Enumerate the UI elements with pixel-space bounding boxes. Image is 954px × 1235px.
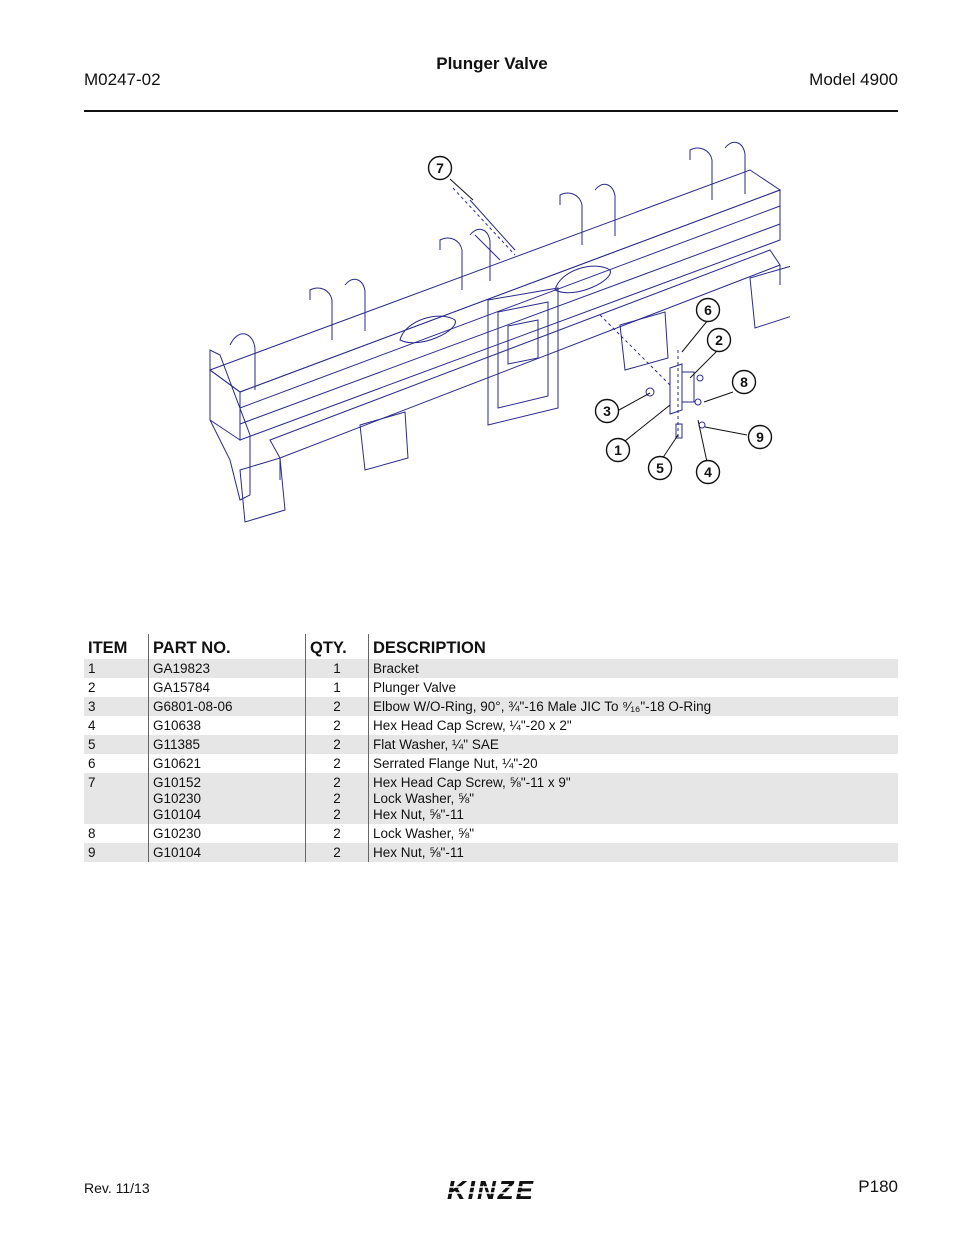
callout-9: 9 [747, 424, 773, 450]
kinze-logo: KINZE [434, 1176, 546, 1204]
item-cell: 4 [88, 718, 96, 733]
revision-date: Rev. 11/13 [84, 1180, 150, 1196]
table-row: 3 G6801-08-06 2 Elbow W/O-Ring, 90°, ¾"-… [84, 697, 898, 716]
description-cell: Hex Head Cap Screw, ¼"-20 x 2" [368, 716, 898, 735]
plunger-valve-assembly [599, 314, 706, 440]
qty-cell: 2 2 2 [305, 773, 369, 824]
col-header-item: ITEM [88, 639, 128, 657]
part-no-cell: GA19823 [148, 659, 306, 678]
part-no-cell: GA15784 [148, 678, 306, 697]
col-header-part-no: PART NO. [148, 634, 306, 659]
parts-list-table: ITEM PART NO. QTY. DESCRIPTION 1 GA19823… [84, 634, 898, 862]
item-cell: 7 [84, 773, 149, 824]
description-cell: Serrated Flange Nut, ¼"-20 [368, 754, 898, 773]
slotted-mounts [399, 265, 611, 344]
callout-5: 5 [647, 455, 673, 481]
svg-text:9: 9 [756, 429, 764, 445]
part-no-cell: G10104 [148, 843, 306, 862]
qty-cell: 1 [305, 678, 369, 697]
svg-text:8: 8 [740, 374, 748, 390]
qty-cell: 2 [305, 824, 369, 843]
item-cell: 8 [88, 826, 96, 841]
qty-cell: 2 [305, 735, 369, 754]
row-brackets [209, 141, 746, 501]
description-cell: Lock Washer, ⅝" [368, 824, 898, 843]
item-cell: 3 [84, 697, 149, 716]
part-no-cell: G10230 [148, 824, 306, 843]
table-row: 6 G10621 2 Serrated Flange Nut, ¼"-20 [84, 754, 898, 773]
description-cell: Hex Nut, ⅝"-11 [368, 843, 898, 862]
table-header-row: ITEM PART NO. QTY. DESCRIPTION [84, 634, 898, 659]
document-number: M0247-02 [84, 70, 161, 89]
svg-text:5: 5 [656, 460, 664, 476]
callout-3: 3 [594, 398, 620, 424]
part-no-cell: G6801-08-06 [148, 697, 306, 716]
table-row: 9 G10104 2 Hex Nut, ⅝"-11 [84, 843, 898, 862]
qty-cell: 2 [305, 697, 369, 716]
col-header-qty: QTY. [305, 634, 369, 659]
table-row: 2 GA15784 1 Plunger Valve [84, 678, 898, 697]
leader-lines [449, 178, 748, 463]
table-row: 5 G11385 2 Flat Washer, ¼" SAE [84, 735, 898, 754]
description-cell: Plunger Valve [368, 678, 898, 697]
qty-cell: 2 [305, 716, 369, 735]
cap-screws-item-7 [452, 187, 516, 261]
toolbar-frame [208, 169, 782, 480]
table-row: 4 G10638 2 Hex Head Cap Screw, ¼"-20 x 2… [84, 716, 898, 735]
item-cell: 6 [88, 756, 96, 771]
col-header-description: DESCRIPTION [368, 634, 898, 659]
part-no-cell: G10638 [148, 716, 306, 735]
callout-6: 6 [695, 297, 721, 323]
callout-2: 2 [706, 327, 732, 353]
svg-text:2: 2 [715, 332, 723, 348]
header-rule [84, 110, 898, 112]
svg-text:3: 3 [603, 403, 611, 419]
table-row: 7 G10152 G10230 G10104 2 2 2 Hex Head Ca… [84, 773, 898, 824]
item-cell: 5 [84, 735, 149, 754]
item-cell: 2 [88, 680, 96, 695]
table-row: 1 GA19823 1 Bracket [84, 659, 898, 678]
item-cell: 9 [84, 843, 149, 862]
description-cell: Elbow W/O-Ring, 90°, ¾"-16 Male JIC To ⁹… [368, 697, 898, 716]
qty-cell: 2 [305, 843, 369, 862]
item-cell: 1 [84, 659, 149, 678]
lower-supports [239, 265, 790, 523]
page-title: Plunger Valve [436, 54, 548, 73]
svg-text:1: 1 [614, 442, 622, 458]
description-cell: Hex Head Cap Screw, ⅝"-11 x 9" Lock Wash… [368, 773, 898, 824]
callout-8: 8 [731, 369, 757, 395]
svg-text:4: 4 [704, 464, 712, 480]
model-number: Model 4900 [809, 70, 898, 89]
part-no-cell: G11385 [148, 735, 306, 754]
svg-text:KINZE: KINZE [447, 1176, 535, 1204]
svg-text:6: 6 [704, 302, 712, 318]
qty-cell: 2 [305, 754, 369, 773]
exploded-parts-diagram: 7 6 2 8 3 9 1 5 4 [208, 141, 790, 523]
description-cell: Bracket [368, 659, 898, 678]
callout-7: 7 [427, 155, 453, 181]
table-row: 8 G10230 2 Lock Washer, ⅝" [84, 824, 898, 843]
description-cell: Flat Washer, ¼" SAE [368, 735, 898, 754]
page-number: P180 [858, 1177, 898, 1196]
callout-1: 1 [605, 437, 631, 463]
part-no-cell: G10152 G10230 G10104 [148, 773, 306, 824]
part-no-cell: G10621 [148, 754, 306, 773]
callout-4: 4 [695, 459, 721, 485]
qty-cell: 1 [305, 659, 369, 678]
hitch-plate [487, 287, 559, 426]
svg-text:7: 7 [436, 160, 444, 176]
